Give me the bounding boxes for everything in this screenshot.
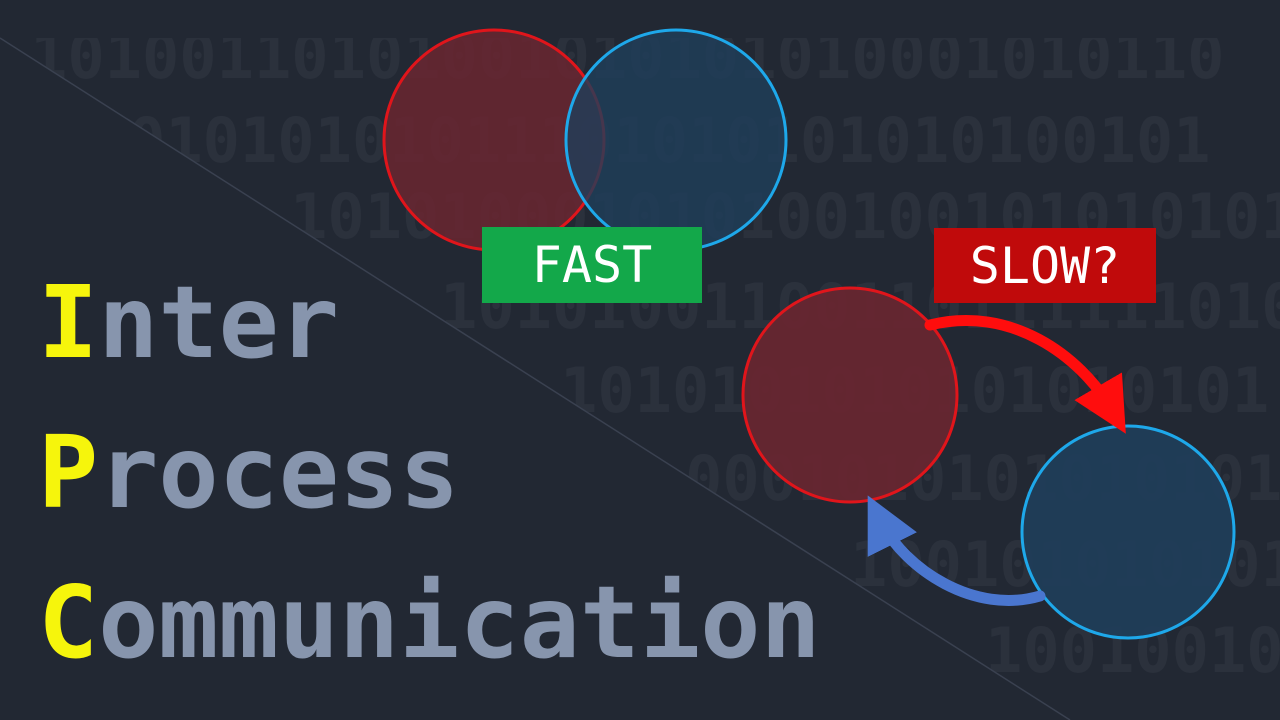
title-line-inter: Inter (38, 248, 821, 398)
process-red-separate (741, 286, 959, 504)
title-initial: P (38, 414, 99, 531)
arrow-blue-to-red (867, 495, 1046, 606)
title-initial: C (38, 564, 99, 681)
title-line-communication: Communication (38, 548, 821, 698)
title-initial: I (38, 264, 99, 381)
diagonal-divider (0, 37, 1071, 720)
process-blue-overlap (564, 28, 788, 252)
arrow-red-to-blue (924, 315, 1126, 434)
ipc-title: Inter Process Communication (38, 248, 821, 698)
process-blue-separate (1020, 424, 1236, 640)
fast-label: FAST (482, 227, 702, 303)
title-rest: nter (98, 264, 340, 381)
title-rest: rocess (98, 414, 460, 531)
slow-label: SLOW? (934, 228, 1156, 303)
title-line-process: Process (38, 398, 821, 548)
title-rest: ommunication (98, 564, 821, 681)
